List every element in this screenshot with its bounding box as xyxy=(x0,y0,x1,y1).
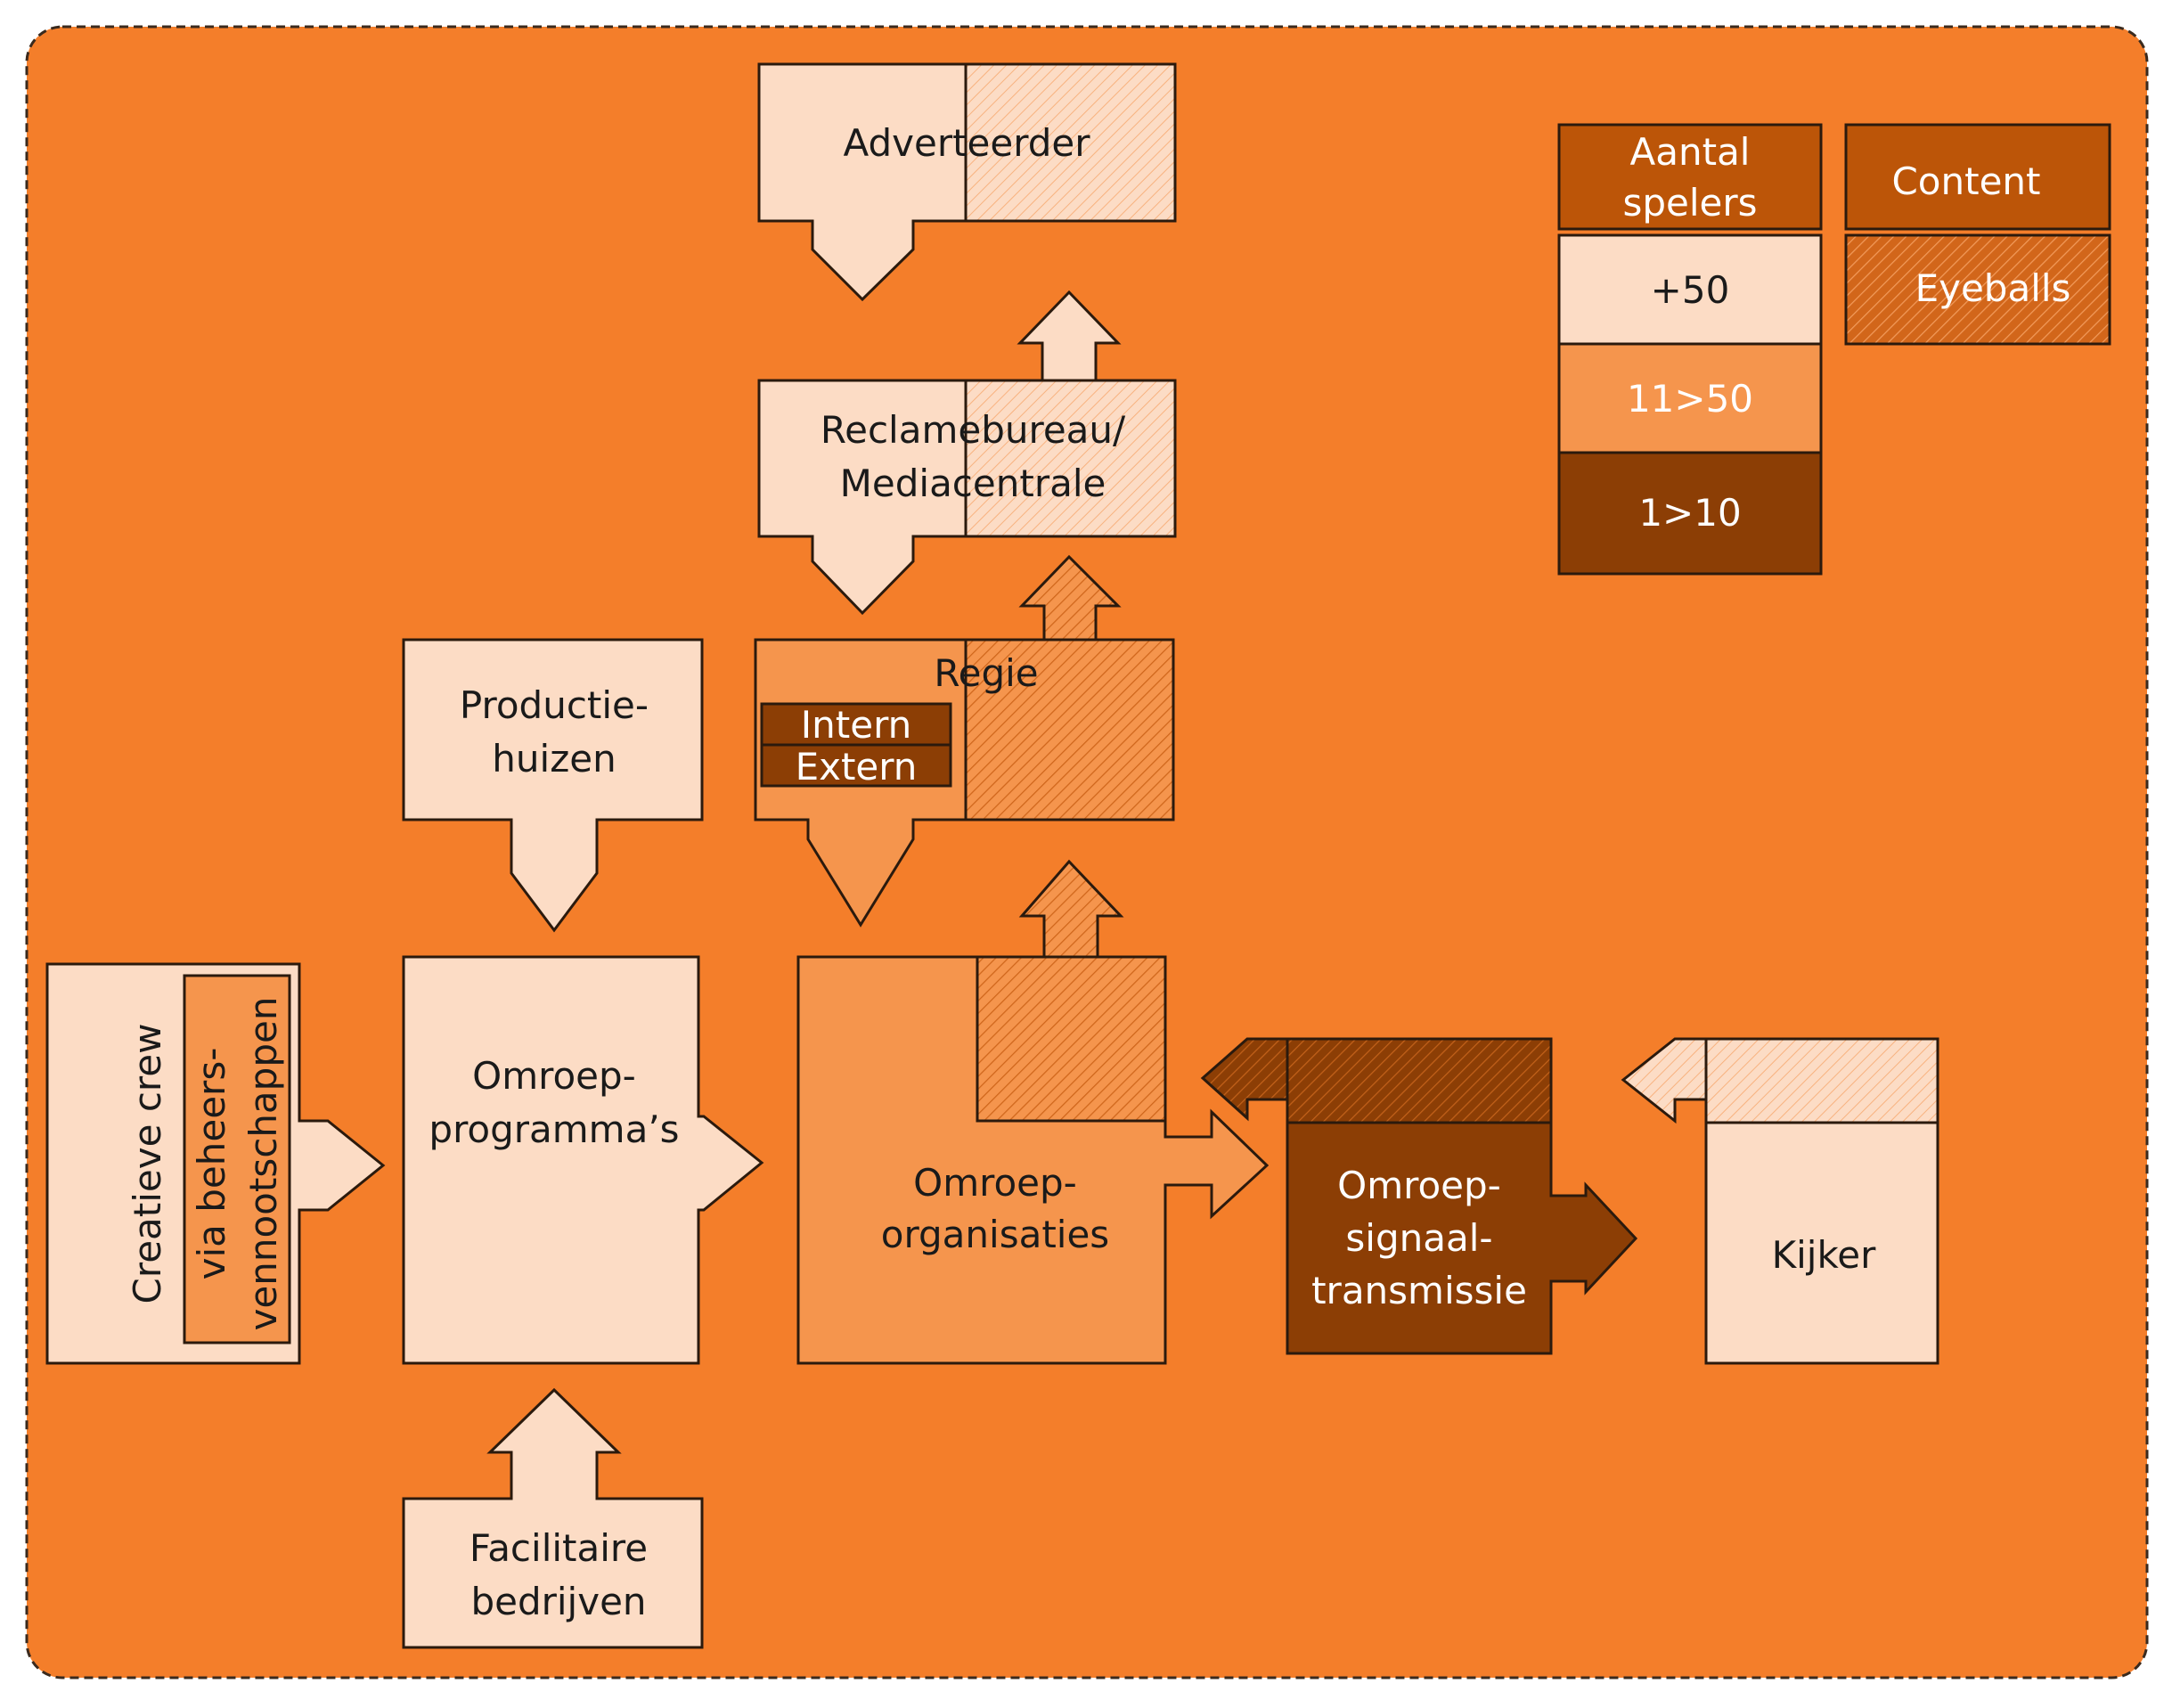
productiehuizen-body xyxy=(402,638,704,933)
regie-up-arrow xyxy=(1018,554,1122,642)
reclamebureau-label-1: Reclamebureau/ xyxy=(821,408,1126,452)
regie-extern-label: Extern xyxy=(796,745,918,789)
signaaltransmissie-hatch xyxy=(1286,1037,1553,1124)
node-omroeporganisaties: Omroep- organisaties xyxy=(796,859,1270,1365)
node-creatieve-crew: Creatieve crew via beheers- vennootschap… xyxy=(45,962,386,1365)
creatieve-crew-label: Creatieve crew xyxy=(126,1024,169,1304)
signaaltransmissie-body xyxy=(1286,1121,1638,1355)
node-regie: Regie Intern Extern xyxy=(754,554,1175,928)
node-reclamebureau: Reclamebureau/ Mediacentrale xyxy=(757,290,1177,616)
facilitaire-label-2: bedrijven xyxy=(470,1580,646,1623)
facilitaire-label-1: Facilitaire xyxy=(470,1526,648,1570)
legend-level-high: +50 xyxy=(1651,268,1730,312)
node-signaaltransmissie: Omroep- signaal- transmissie xyxy=(1200,1037,1638,1355)
node-kijker: Kijker xyxy=(1621,1037,1939,1365)
node-adverteerder: Adverteerder xyxy=(757,62,1177,302)
regie-label: Regie xyxy=(934,651,1038,695)
omroepprogrammas-label-2: programma’s xyxy=(429,1107,679,1151)
omroeporganisaties-label-2: organisaties xyxy=(881,1213,1109,1256)
beheers-label-2: vennootschappen xyxy=(241,997,285,1331)
legend-eyeballs: Eyeballs xyxy=(1915,266,2071,310)
reclamebureau-hatch xyxy=(964,379,1177,538)
legend-level-high-box xyxy=(1557,233,1823,346)
facilitaire-body xyxy=(402,1387,704,1649)
legend-eyeballs-box xyxy=(1844,233,2111,346)
productiehuizen-label-2: huizen xyxy=(492,737,616,780)
kijker-hatch xyxy=(1704,1037,1939,1124)
legend-level-low-box xyxy=(1557,451,1823,576)
legend-content: Content xyxy=(1891,159,2040,203)
legend: Aantal spelers +50 11>50 1>10 Content Ey… xyxy=(1557,123,2111,576)
omroeporganisaties-hatch xyxy=(976,955,1167,1123)
regie-intern-box xyxy=(760,702,952,747)
omroeporganisaties-label-1: Omroep- xyxy=(913,1161,1077,1205)
kijker-body xyxy=(1704,1121,1939,1365)
signaaltransmissie-label-2: signaal- xyxy=(1345,1216,1492,1260)
legend-content-box xyxy=(1844,123,2111,231)
kijker-label: Kijker xyxy=(1772,1233,1877,1277)
beheers-label-1: via beheers- xyxy=(190,1048,233,1280)
regie-hatch xyxy=(964,638,1175,821)
adverteerder-hatch xyxy=(964,62,1177,223)
node-facilitaire-bedrijven: Facilitaire bedrijven xyxy=(402,1387,704,1649)
node-productiehuizen: Productie- huizen xyxy=(402,638,704,933)
regie-extern-box xyxy=(760,743,952,788)
omroeporganisaties-up-arrow xyxy=(1018,859,1124,959)
legend-header-2: spelers xyxy=(1622,181,1757,225)
node-omroepprogrammas: Omroep- programma’s xyxy=(402,955,764,1365)
legend-level-mid: 11>50 xyxy=(1627,377,1753,421)
omroepprogrammas-label-1: Omroep- xyxy=(472,1054,636,1098)
productiehuizen-label-1: Productie- xyxy=(460,683,649,727)
legend-level-low: 1>10 xyxy=(1638,491,1741,535)
adverteerder-body xyxy=(757,62,968,302)
signaaltransmissie-label-3: transmissie xyxy=(1311,1269,1527,1312)
beheersvennootschappen-box xyxy=(183,974,291,1344)
reclamebureau-up-arrow xyxy=(1017,290,1122,382)
legend-header-box xyxy=(1557,123,1823,231)
reclamebureau-body xyxy=(757,379,968,616)
regie-intern-label: Intern xyxy=(801,703,911,747)
adverteerder-label: Adverteerder xyxy=(843,121,1090,165)
background-frame xyxy=(25,25,2149,1679)
signaaltransmissie-label-1: Omroep- xyxy=(1337,1164,1501,1207)
reclamebureau-label-2: Mediacentrale xyxy=(840,462,1106,505)
omroepprogrammas-body xyxy=(402,955,764,1365)
legend-header-1: Aantal xyxy=(1630,130,1751,174)
